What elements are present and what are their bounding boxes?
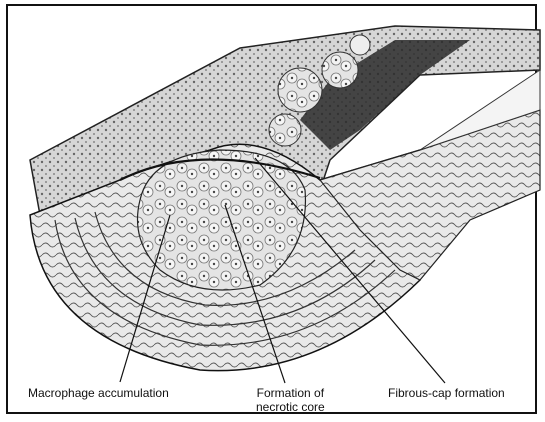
label-necrotic-core: Formation of necrotic core [256,386,325,414]
label-macrophage-accumulation: Macrophage accumulation [28,386,169,400]
label-necrotic-core-line2: necrotic core [256,400,325,414]
label-necrotic-core-line1: Formation of [256,386,325,400]
label-fibrous-cap-formation: Fibrous-cap formation [388,386,505,400]
